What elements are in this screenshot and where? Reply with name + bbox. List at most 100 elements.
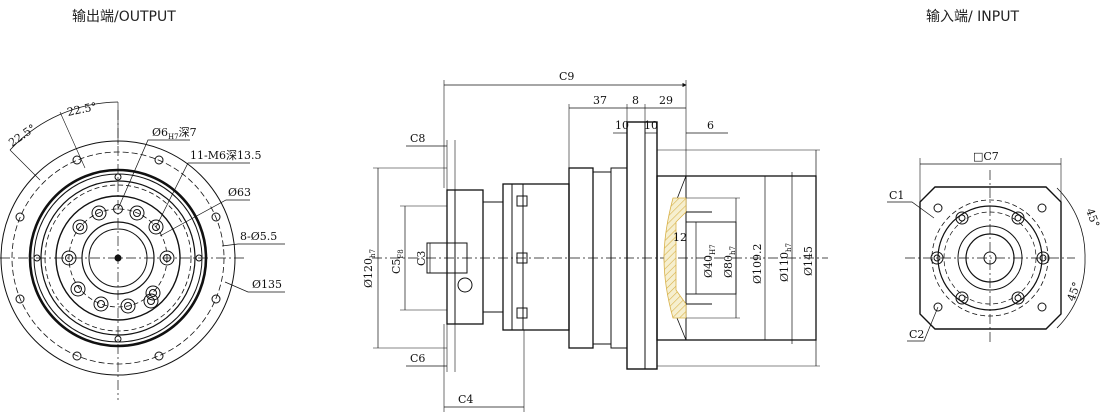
label-37: 37: [593, 94, 607, 107]
tapped-hole: [145, 285, 161, 301]
angle-arc-bottom: [1056, 257, 1086, 329]
label-C6: C6: [410, 352, 425, 365]
output-mount-hole-circle: [11, 151, 225, 365]
label-d109: Ø109.2: [751, 243, 764, 284]
label-d145: Ø145: [802, 246, 815, 276]
inner-hole: [1011, 291, 1025, 305]
output-flange-face: [55, 195, 181, 321]
input-center: [983, 251, 997, 265]
input-bore: [965, 233, 1015, 283]
input-bore-outer: [957, 225, 1023, 291]
input-corner-holes: [933, 203, 1047, 312]
leader-C1: [887, 201, 935, 219]
label-C9: C9: [559, 70, 574, 83]
output-bolt-circle: [68, 208, 168, 308]
input-view: [887, 158, 1086, 345]
label-8: 8: [632, 94, 639, 107]
label-C3: C3: [415, 251, 428, 266]
tapped-hole: [91, 205, 107, 221]
mount-hole: [211, 294, 221, 304]
mount-hole: [15, 212, 25, 222]
leader-mount-holes: [221, 243, 285, 247]
label-12: 12: [673, 231, 687, 244]
label-d40: Ø40H7: [702, 244, 717, 278]
output-view-title: 输出端/OUTPUT: [72, 9, 176, 25]
output-body-inner: [40, 180, 196, 336]
input-view-title: 输入端/ INPUT: [926, 9, 1020, 25]
tapped-hole: [72, 219, 88, 235]
output-body-outer: [28, 168, 208, 348]
inner-hole: [930, 251, 944, 265]
corner-hole: [933, 203, 943, 213]
body-hole: [195, 254, 203, 262]
angle-arc-top: [1056, 187, 1086, 259]
inner-hole: [1011, 211, 1025, 225]
output-body-holes: [33, 173, 203, 343]
output-flange: [446, 189, 484, 325]
angle-label-2: 22.5°: [66, 100, 98, 119]
side-labels: C9 37 8 29 10 10 6 C8 C6 C4 12 Ø120h7 C5…: [362, 70, 815, 406]
tapped-hole: [129, 205, 145, 221]
pin-hole-label: Ø6H7深7: [152, 126, 197, 141]
body-hole: [114, 335, 122, 343]
label-d80: Ø80h7: [722, 246, 737, 278]
output-face-dashed: [44, 184, 192, 332]
leader-bolt-circle: [159, 199, 250, 237]
mount-hole: [72, 155, 82, 165]
label-angle-top: 45°: [1083, 207, 1102, 230]
label-d110: Ø110h7: [778, 243, 793, 282]
mid-flange: [626, 121, 658, 370]
bolt-head: [516, 307, 528, 319]
mount-hole: [72, 351, 82, 361]
output-tapped-holes: [61, 204, 175, 314]
side-view: [372, 80, 828, 412]
input-labels: □C7 C1 C2 45° 45°: [889, 150, 1102, 341]
corner-hole: [1037, 302, 1047, 312]
leader-tapped: [155, 162, 250, 228]
label-C4: C4: [458, 393, 473, 406]
output-center-mark: [114, 254, 122, 262]
hatched-section: [663, 197, 687, 319]
label-C1: C1: [889, 189, 904, 202]
input-bolt-circle: [943, 211, 1037, 305]
mount-hole: [211, 212, 221, 222]
tapped-hole: [120, 298, 136, 314]
tapped-holes-label: 11-M6深13.5: [190, 149, 261, 162]
inner-hole: [955, 211, 969, 225]
output-mount-holes: [15, 155, 221, 361]
output-labels: 22.5° 22.5° Ø6H7深7 11-M6深13.5 Ø63 8-Ø5.5…: [6, 100, 282, 291]
input-outer-dashed: [931, 199, 1049, 317]
label-6: 6: [707, 119, 714, 132]
inner-hole: [1036, 251, 1050, 265]
body-step-1: [482, 201, 504, 313]
label-C5: C5F8: [390, 249, 405, 274]
angle-label-1: 22.5°: [6, 122, 38, 150]
inner-hole: [955, 291, 969, 305]
label-pilot: Ø120h7: [362, 249, 377, 288]
leader-C2: [907, 306, 939, 342]
mount-hole: [154, 351, 164, 361]
label-10b: 10: [644, 119, 658, 132]
label-C7: □C7: [973, 150, 999, 163]
side-hole: [457, 277, 473, 293]
leader-flange-dia: [224, 281, 285, 293]
corner-hole: [933, 302, 943, 312]
label-angle-bottom: 45°: [1065, 280, 1084, 303]
mount-holes-label: 8-Ø5.5: [240, 230, 277, 243]
label-C2: C2: [909, 328, 924, 341]
bolt-circle-label: Ø63: [228, 186, 251, 199]
angle-arc: [9, 101, 119, 151]
label-10a: 10: [615, 119, 629, 132]
corner-hole: [1037, 203, 1047, 213]
input-ring: [937, 205, 1043, 311]
body-hole: [114, 173, 122, 181]
output-bore-outer: [81, 221, 155, 295]
tapped-hole: [159, 250, 175, 266]
output-bore-inner: [88, 228, 148, 288]
body-step-2: [502, 183, 570, 331]
tapped-hole: [70, 281, 86, 297]
output-view: [0, 101, 285, 400]
input-square-flange: [919, 186, 1062, 330]
mount-hole: [154, 155, 164, 165]
